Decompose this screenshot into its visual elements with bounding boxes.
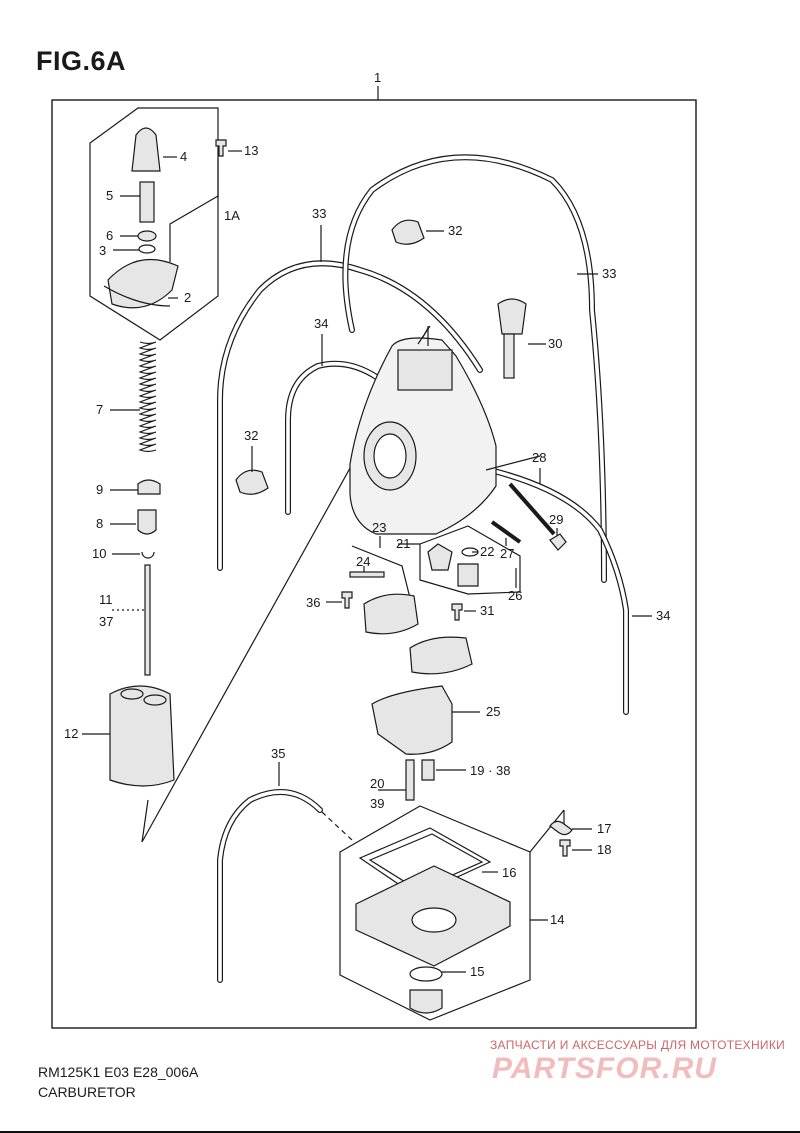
callout-34-right: 34 <box>656 608 670 623</box>
part-4-cap <box>131 127 161 172</box>
part-31-screw <box>451 603 463 621</box>
callout-39: 39 <box>370 796 384 811</box>
part-24-pin <box>349 571 385 578</box>
part-29-nut <box>549 533 567 551</box>
callout-3: 3 <box>99 243 106 258</box>
part-10-clip <box>141 551 155 559</box>
callout-25: 25 <box>486 704 500 719</box>
callout-9: 9 <box>96 482 103 497</box>
callout-24: 24 <box>356 554 370 569</box>
callout-33-right: 33 <box>602 266 616 281</box>
watermark-tagline: ЗАПЧАСТИ И АКСЕССУАРЫ ДЛЯ МОТОТЕХНИКИ <box>490 1038 786 1052</box>
part-15-o-ring <box>409 966 443 982</box>
part-25-baffle <box>371 685 453 755</box>
callout-13: 13 <box>244 143 258 158</box>
callout-11: 11 <box>99 592 113 607</box>
callout-36: 36 <box>306 595 320 610</box>
part-2-top-cover <box>107 259 179 309</box>
part-30-choke <box>497 298 527 335</box>
float-left <box>363 593 419 635</box>
part-5-adjuster <box>139 181 155 223</box>
callout-21: 21 <box>396 536 410 551</box>
section-name: CARBURETOR <box>38 1084 136 1100</box>
part-9-retainer <box>137 479 161 495</box>
callout-27: 27 <box>500 546 514 561</box>
callout-30: 30 <box>548 336 562 351</box>
part-17-bracket <box>549 820 573 836</box>
part-11-needle <box>144 564 151 676</box>
callout-32-upper: 32 <box>448 223 462 238</box>
callout-15: 15 <box>470 964 484 979</box>
watermark-logo: PARTSFOR.RU <box>492 1052 717 1085</box>
part-27-pilot-screw <box>490 520 522 544</box>
callout-14: 14 <box>550 912 564 927</box>
callout-34-upper: 34 <box>314 316 328 331</box>
callout-10: 10 <box>92 546 106 561</box>
part-3-washer <box>138 244 156 254</box>
callout-16: 16 <box>502 865 516 880</box>
callout-19-38: 19 · 38 <box>470 763 510 778</box>
callout-7: 7 <box>96 402 103 417</box>
callout-2: 2 <box>184 290 191 305</box>
callout-29: 29 <box>549 512 563 527</box>
callout-33-left: 33 <box>312 206 326 221</box>
subassembly-1a-frame <box>89 107 219 341</box>
callout-1a: 1A <box>224 208 240 223</box>
part-23-frame <box>351 545 413 607</box>
part-36-screw <box>341 591 353 609</box>
assembly-frame <box>51 99 697 1029</box>
drain-plug <box>409 989 443 1014</box>
part-19-main-jet <box>421 759 435 781</box>
callout-1: 1 <box>374 70 381 85</box>
part-12-throttle-slide <box>109 685 175 787</box>
callout-8: 8 <box>96 516 103 531</box>
part-21-float-needle <box>427 543 453 571</box>
callout-12: 12 <box>64 726 78 741</box>
callout-20: 20 <box>370 776 384 791</box>
part-13-screw <box>215 139 227 157</box>
callout-37: 37 <box>99 614 113 629</box>
part-32-clamp-left <box>235 469 269 495</box>
part-8-needle-holder <box>137 509 157 535</box>
float-right <box>409 636 473 675</box>
part-14-frame <box>339 805 531 1021</box>
callout-22: 22 <box>480 544 494 559</box>
part-28-air-screw <box>508 482 556 536</box>
callout-6: 6 <box>106 228 113 243</box>
page-bottom-border <box>0 1131 800 1133</box>
callout-31: 31 <box>480 603 494 618</box>
callout-26: 26 <box>508 588 522 603</box>
callout-35: 35 <box>271 746 285 761</box>
part-6-nut <box>137 230 157 242</box>
part-35-hose <box>217 789 323 983</box>
figure-title: FIG.6A <box>36 46 127 76</box>
part-21-bracket <box>419 525 521 595</box>
part-20-needle-jet <box>405 759 415 801</box>
part-7-spring <box>138 341 157 453</box>
callout-32-left: 32 <box>244 428 258 443</box>
guide-line-short <box>141 799 149 843</box>
callout-4: 4 <box>180 149 187 164</box>
callout-28: 28 <box>532 450 546 465</box>
part-22-jet <box>457 563 479 587</box>
callout-23: 23 <box>372 520 386 535</box>
callout-5: 5 <box>106 188 113 203</box>
part-32-clamp-upper <box>391 219 425 245</box>
callout-18: 18 <box>597 842 611 857</box>
part-18-screw <box>559 839 571 857</box>
callout-17: 17 <box>597 821 611 836</box>
model-code: RM125K1 E03 E28_006A <box>38 1064 199 1080</box>
